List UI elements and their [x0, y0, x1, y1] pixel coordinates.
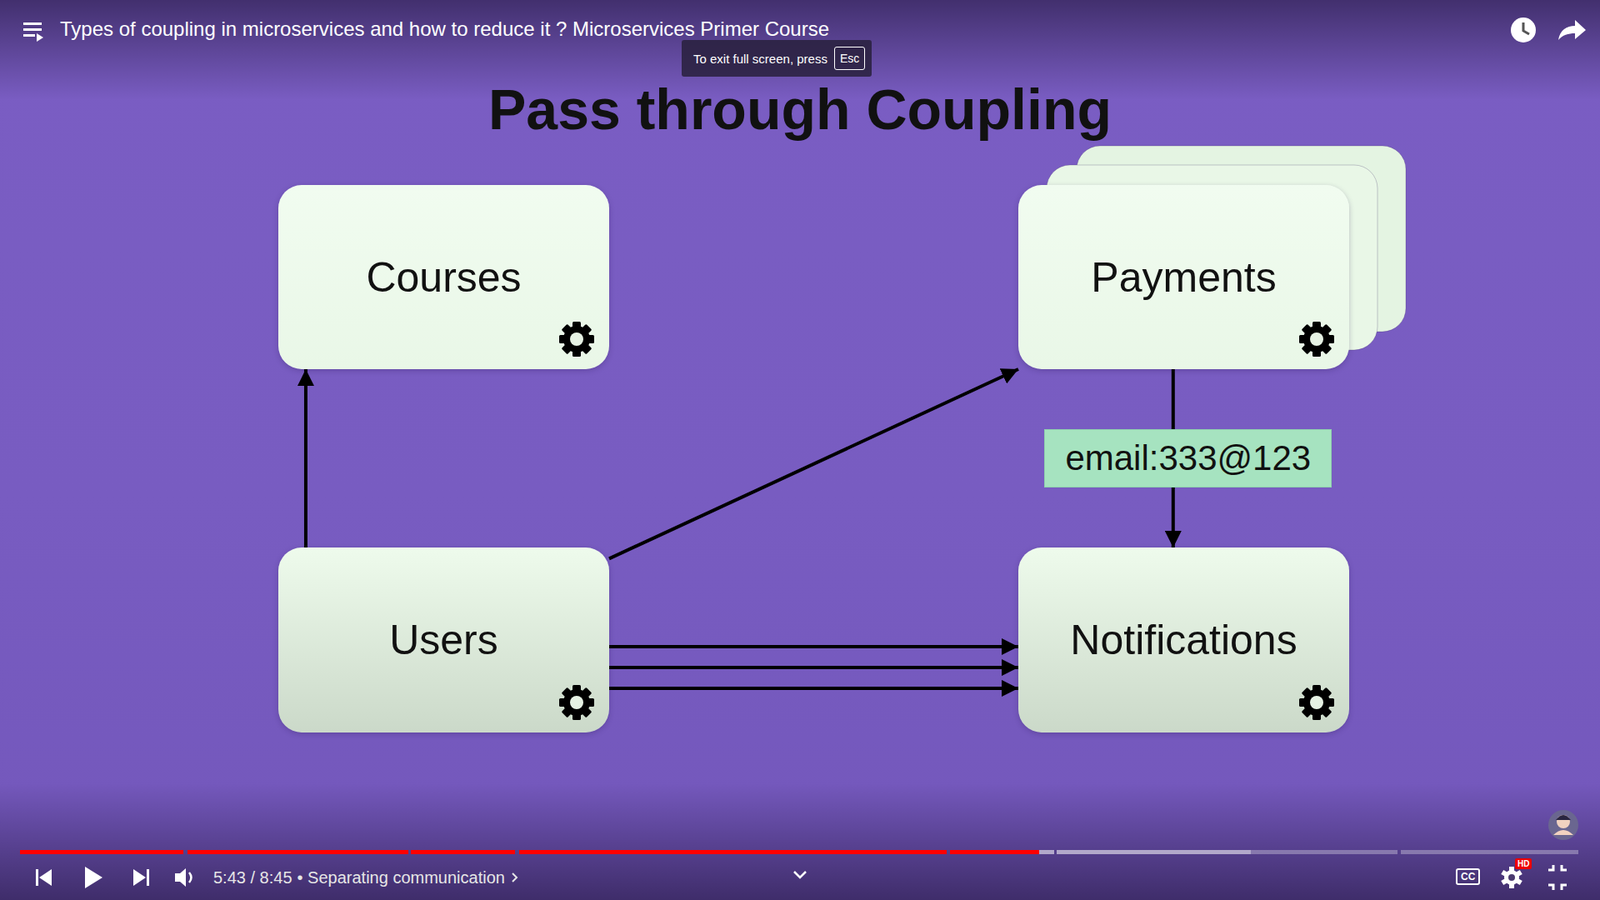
- progress-bar: [20, 850, 1579, 855]
- service-box: Users: [278, 547, 610, 733]
- gear-hole: [570, 695, 584, 710]
- connector-arrow: [609, 369, 1019, 559]
- video-title: Types of coupling in microservices and h…: [60, 17, 830, 41]
- service-name: Courses: [365, 253, 521, 302]
- toast-text: To exit full screen, press: [693, 51, 828, 66]
- connector-arrow: [609, 686, 1019, 690]
- diagram-title: Pass through Coupling: [0, 78, 1600, 141]
- gear-icon: [1297, 683, 1336, 722]
- gear-icon: [1297, 320, 1336, 359]
- gear-tooth: [561, 324, 593, 355]
- gear-body: [563, 325, 590, 353]
- connector-arrow: [609, 665, 1019, 670]
- gear-icon: [557, 320, 596, 359]
- exit-fullscreen-icon: [1548, 865, 1567, 890]
- clock-icon: [1510, 17, 1536, 43]
- share-icon: [1558, 20, 1586, 40]
- gear-tooth: [1301, 324, 1333, 355]
- key-hint: Esc: [834, 46, 865, 70]
- service-box: Payments: [1018, 185, 1350, 370]
- time-display: 5:43 / 8:45: [213, 868, 293, 888]
- connector-arrow: [609, 645, 1019, 649]
- captions-button: CC: [1455, 868, 1480, 885]
- gear-tooth: [1301, 324, 1333, 355]
- next-icon: [133, 869, 150, 886]
- gear-tooth: [561, 324, 593, 355]
- volume-icon: [175, 868, 192, 887]
- prev-icon: [35, 869, 52, 886]
- chevron-path: [512, 873, 517, 882]
- service-name: Notifications: [1070, 615, 1297, 665]
- service-name: Payments: [1090, 253, 1276, 302]
- gear-body: [1303, 689, 1330, 716]
- gear-body: [563, 689, 590, 716]
- chapter-chevron: [510, 870, 520, 885]
- playlist-icon: [23, 22, 44, 42]
- gear-tooth: [1301, 687, 1333, 719]
- gear-hole: [1310, 332, 1324, 346]
- service-name: Users: [389, 615, 499, 665]
- edge-label: email:333@123: [1044, 429, 1332, 488]
- connector-arrow: [304, 369, 308, 548]
- time-row: 5:43 / 8:45• Separating communication: [213, 867, 520, 888]
- service-box: Courses: [278, 185, 610, 370]
- gear-tooth: [561, 687, 593, 719]
- channel-avatar: [1548, 810, 1579, 840]
- hd-badge: HD: [1515, 858, 1532, 870]
- gear-hole: [570, 332, 584, 346]
- chapters-chevron: [794, 871, 806, 878]
- service-box: Notifications: [1018, 547, 1350, 733]
- fullscreen-toast: To exit full screen, press Esc: [681, 40, 872, 77]
- gear-body: [1303, 325, 1330, 353]
- play-icon: [85, 866, 103, 889]
- gear-icon: [557, 683, 596, 722]
- gear-hole: [1310, 695, 1324, 710]
- settings-icon: [1500, 866, 1523, 889]
- gear-tooth: [561, 687, 593, 719]
- gear-tooth: [1301, 687, 1333, 719]
- chapter-title: • Separating communication: [297, 868, 505, 888]
